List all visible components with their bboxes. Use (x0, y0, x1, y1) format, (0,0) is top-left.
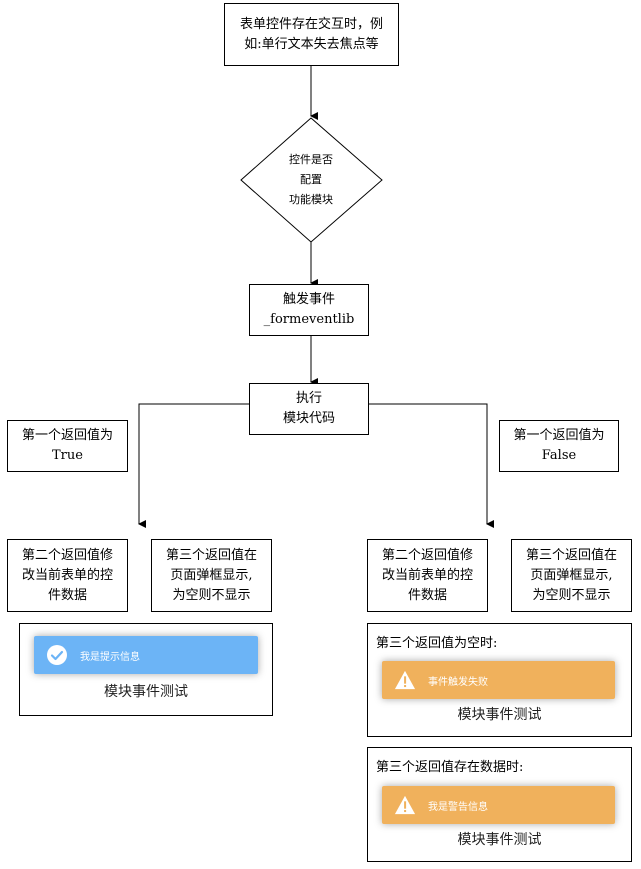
left-return3-line-3: 为空则不显示 (172, 587, 251, 603)
arrow-execute-left (138, 403, 249, 528)
left-return2-line-2: 改当前表单的控 (21, 567, 113, 583)
decision-line-2: 配置 (300, 173, 322, 186)
start-node: 表单控件存在交互时，例 如:单行文本失去焦点等 (224, 3, 399, 66)
left-return3-line-2: 页面弹框显示, (170, 567, 253, 583)
right-data-panel: 第三个返回值存在数据时: 我是警告信息 模块事件测试 (367, 747, 632, 862)
right-data-title: 第三个返回值存在数据时: (376, 760, 524, 775)
left-return1-line-1: 第一个返回值为 (21, 428, 113, 443)
execute-line-1: 执行 (295, 391, 322, 406)
right-empty-panel: 第三个返回值为空时: 事件触发失败 模块事件测试 (367, 623, 632, 737)
decision-line-3: 功能模块 (289, 193, 333, 206)
right-return1-line-1: 第一个返回值为 (513, 428, 605, 443)
check-circle-icon (46, 644, 68, 666)
right-return1-line-2: False (541, 448, 577, 463)
execute-node: 执行 模块代码 (249, 383, 369, 435)
decision-diamond (240, 117, 383, 243)
left-return3-line-1: 第三个返回值在 (165, 547, 257, 563)
warning-toast: 我是警告信息 (382, 786, 615, 824)
info-toast: 我是提示信息 (34, 636, 258, 674)
decision-node-label: 控件是否 配置 功能模块 (261, 150, 361, 210)
right-return3-line-3: 为空则不显示 (532, 587, 611, 603)
arrow-execute-right (369, 403, 494, 528)
failure-toast: 事件触发失败 (382, 661, 615, 699)
warning-toast-text: 我是警告信息 (428, 801, 488, 813)
start-line-2: 如:单行文本失去焦点等 (244, 36, 379, 52)
warning-triangle-icon (394, 794, 416, 816)
right-return3-line-1: 第三个返回值在 (525, 547, 617, 563)
right-data-caption: 模块事件测试 (457, 832, 542, 848)
right-empty-title: 第三个返回值为空时: (376, 636, 498, 651)
decision-line-1: 控件是否 (289, 153, 333, 166)
right-return2-node: 第二个返回值修 改当前表单的控 件数据 (367, 539, 488, 612)
left-return1-note: 第一个返回值为 True (7, 420, 128, 472)
right-empty-caption: 模块事件测试 (457, 707, 542, 723)
left-demo-caption: 模块事件测试 (104, 684, 188, 700)
trigger-node: 触发事件 _formeventlib (249, 284, 369, 336)
left-demo-panel: 我是提示信息 模块事件测试 (19, 623, 273, 716)
right-return2-line-3: 件数据 (407, 587, 447, 603)
right-return2-line-1: 第二个返回值修 (381, 547, 473, 563)
failure-toast-text: 事件触发失败 (428, 676, 488, 688)
execute-line-2: 模块代码 (282, 411, 335, 426)
left-return2-line-3: 件数据 (47, 587, 87, 603)
right-return3-node: 第三个返回值在 页面弹框显示, 为空则不显示 (511, 539, 632, 612)
right-return1-note: 第一个返回值为 False (499, 420, 619, 472)
trigger-line-2: _formeventlib (263, 312, 355, 327)
info-toast-text: 我是提示信息 (80, 651, 140, 663)
warning-triangle-icon (394, 669, 416, 691)
left-return1-line-2: True (52, 448, 83, 463)
left-return2-line-1: 第二个返回值修 (21, 547, 113, 563)
left-return2-node: 第二个返回值修 改当前表单的控 件数据 (7, 539, 128, 612)
trigger-line-1: 触发事件 (282, 292, 335, 307)
start-line-1: 表单控件存在交互时，例 (239, 16, 383, 32)
right-return2-line-2: 改当前表单的控 (381, 567, 473, 583)
left-return3-node: 第三个返回值在 页面弹框显示, 为空则不显示 (151, 539, 272, 612)
right-return3-line-2: 页面弹框显示, (530, 567, 613, 583)
